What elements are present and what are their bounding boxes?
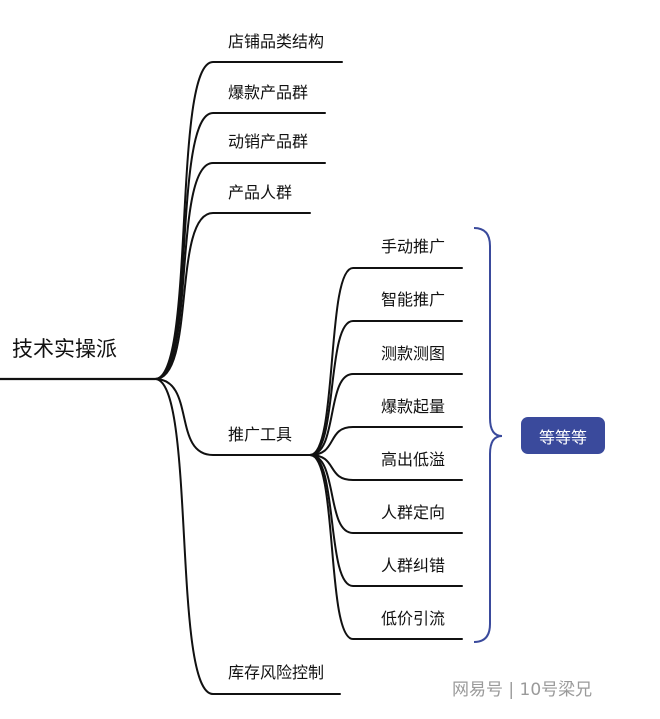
summary-etc-box: 等等等 bbox=[521, 417, 605, 454]
tool-hot-product-boost: 爆款起量 bbox=[381, 397, 446, 416]
tool-audience-correction: 人群纠错 bbox=[381, 556, 446, 575]
branch-connector bbox=[154, 378, 311, 456]
branch-promotion-tools: 推广工具 bbox=[228, 425, 293, 444]
tool-test-product-image: 测款测图 bbox=[381, 344, 446, 363]
branch-connector bbox=[154, 112, 326, 380]
tool-connector bbox=[309, 454, 463, 481]
tool-connector bbox=[309, 454, 463, 534]
summary-bracket bbox=[473, 227, 503, 643]
watermark: 网易号 | 10号梁兄 bbox=[452, 680, 593, 700]
tool-smart-promotion: 智能推广 bbox=[381, 290, 446, 309]
branch-product-audience: 产品人群 bbox=[228, 183, 293, 202]
branch-moving-product-group: 动销产品群 bbox=[228, 132, 309, 151]
root-node: 技术实操派 bbox=[12, 337, 117, 361]
tool-manual-promotion: 手动推广 bbox=[381, 237, 446, 256]
tool-connector bbox=[309, 454, 463, 640]
tool-connector bbox=[309, 426, 463, 456]
tool-connector bbox=[309, 454, 463, 587]
branch-connector bbox=[154, 162, 326, 380]
branch-store-category-structure: 店铺品类结构 bbox=[228, 32, 325, 51]
tool-connector bbox=[309, 373, 463, 456]
branch-connector bbox=[154, 212, 311, 380]
branch-connector bbox=[154, 378, 341, 695]
branch-connector bbox=[154, 61, 343, 380]
tool-connector bbox=[309, 320, 463, 456]
mind-map-edges bbox=[0, 61, 463, 695]
tool-connector bbox=[309, 267, 463, 456]
branch-hot-product-group: 爆款产品群 bbox=[228, 83, 309, 102]
tool-low-price-traffic: 低价引流 bbox=[381, 609, 446, 628]
tool-audience-targeting: 人群定向 bbox=[381, 503, 446, 522]
branch-inventory-risk-control: 库存风险控制 bbox=[228, 663, 325, 682]
tool-high-output-low-premium: 高出低溢 bbox=[381, 450, 446, 469]
